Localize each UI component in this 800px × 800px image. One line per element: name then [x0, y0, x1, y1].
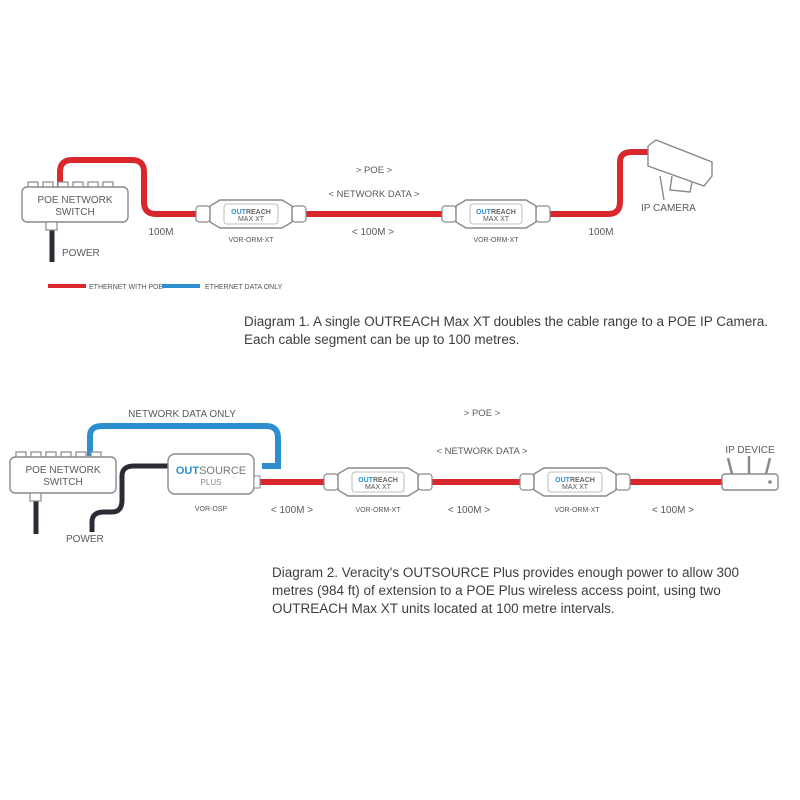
poe-label: > POE > [356, 165, 393, 176]
segment-1-label: < 100M > [271, 505, 313, 516]
brand-out: OUT [231, 209, 247, 216]
outreach-unit-2: OUTREACH MAX XT [441, 199, 551, 229]
outreach-unit-4: OUTREACH MAX XT [519, 467, 631, 497]
diagram-1-caption: Diagram 1. A single OUTREACH Max XT doub… [244, 313, 784, 347]
ip-device-label: IP DEVICE [725, 445, 775, 456]
svg-text:OUTSOURCE: OUTSOURCE [176, 465, 246, 477]
power-label: POWER [62, 248, 100, 259]
poe-network-switch: POE NETWORK SWITCH [21, 181, 129, 231]
brand-out: OUT [476, 209, 492, 216]
poe-label: > POE > [464, 408, 501, 419]
outsource-model-label: VOR-OSP [195, 506, 228, 513]
ip-camera-label: IP CAMERA [641, 203, 696, 214]
outsource-source: SOURCE [199, 465, 246, 477]
outsource-power-cable [89, 463, 168, 532]
unit2-model-label: VOR-ORM-XT [473, 237, 519, 244]
poe-cable-unit2-to-camera [550, 149, 650, 217]
outreach-unit-3: OUTREACH MAX XT [323, 467, 433, 497]
segment-2-label: < 100M > [448, 505, 490, 516]
brand-out: OUT [358, 477, 374, 484]
unit3-model-label: VOR-ORM-XT [355, 507, 401, 514]
brand-reach: REACH [570, 477, 595, 484]
network-data-label: < NETWORK DATA > [329, 189, 420, 200]
brand-max-xt: MAX XT [562, 484, 589, 491]
brand-out: OUT [555, 477, 571, 484]
outsource-out: OUT [176, 465, 200, 477]
segment-1-label: 100M [148, 227, 173, 238]
network-data-label: < NETWORK DATA > [437, 446, 528, 457]
segment-3-label: < 100M > [652, 505, 694, 516]
segment-2-label: < 100M > [352, 227, 394, 238]
legend-data-label: ETHERNET DATA ONLY [205, 284, 283, 291]
svg-text:OUTREACH: OUTREACH [476, 209, 516, 216]
svg-text:OUTREACH: OUTREACH [555, 477, 595, 484]
brand-max-xt: MAX XT [483, 216, 510, 223]
brand-max-xt: MAX XT [365, 484, 392, 491]
poe-network-switch-2: POE NETWORK SWITCH [9, 451, 117, 502]
switch-label-line1: POE NETWORK [25, 465, 100, 476]
outsource-plus-unit: OUTSOURCE PLUS [167, 453, 261, 495]
network-data-only-label: NETWORK DATA ONLY [128, 409, 236, 420]
switch-label-line2: SWITCH [55, 207, 94, 218]
segment-3-label: 100M [588, 227, 613, 238]
legend-poe-label: ETHERNET WITH POE [89, 284, 163, 291]
diagram-1: POE NETWORK SWITCH POWER > POE > < NETWO… [21, 139, 713, 291]
diagram-2: NETWORK DATA ONLY > POE > < NETWORK DATA… [9, 408, 779, 545]
brand-reach: REACH [373, 477, 398, 484]
ip-camera-icon [647, 139, 713, 201]
switch-label-line1: POE NETWORK [37, 195, 112, 206]
outreach-unit-1: OUTREACH MAX XT [195, 199, 307, 229]
ip-device-icon [721, 456, 779, 491]
power-label: POWER [66, 534, 104, 545]
diagram-1-caption-line1: Diagram 1. A single OUTREACH Max XT doub… [244, 314, 768, 329]
legend: ETHERNET WITH POE ETHERNET DATA ONLY [48, 284, 283, 291]
brand-max-xt: MAX XT [238, 216, 265, 223]
brand-reach: REACH [246, 209, 271, 216]
data-cable-switch-to-outsource [87, 423, 281, 469]
poe-cable-switch-to-unit1 [57, 157, 196, 217]
outsource-plus: PLUS [201, 478, 222, 487]
switch-label-line2: SWITCH [43, 477, 82, 488]
brand-reach: REACH [491, 209, 516, 216]
svg-text:OUTREACH: OUTREACH [231, 209, 271, 216]
diagram-2-caption: Diagram 2. Veracity's OUTSOURCE Plus pro… [272, 565, 740, 616]
svg-text:OUTREACH: OUTREACH [358, 477, 398, 484]
unit1-model-label: VOR-ORM-XT [228, 237, 274, 244]
diagram-1-caption-line2: Each cable segment can be up to 100 metr… [244, 332, 520, 347]
unit4-model-label: VOR-ORM-XT [554, 507, 600, 514]
